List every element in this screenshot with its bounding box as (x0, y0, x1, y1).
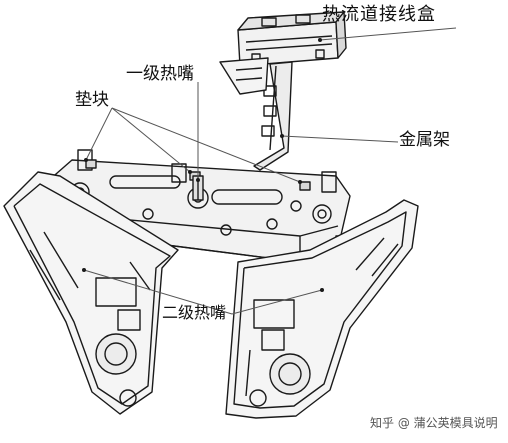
metal-frame (219, 57, 293, 171)
label-metal-frame: 金属架 (399, 130, 450, 150)
label-hot-runner-box: 热流道接线盒 (322, 4, 436, 25)
left-part (3, 171, 179, 415)
label-secondary-nozzle: 二级热嘴 (162, 303, 227, 322)
leader-nozzle2-a (83, 269, 233, 315)
label-spacer-pad: 垫块 (75, 90, 109, 110)
watermark-platform: 知乎 (370, 416, 395, 430)
leader-frame (281, 135, 399, 143)
leader-pad-b (111, 107, 191, 173)
right-part (225, 199, 419, 419)
watermark-author: @ 蒲公英模具说明 (397, 416, 498, 430)
leader-box (319, 27, 457, 41)
label-primary-nozzle: 一级热嘴 (126, 64, 194, 84)
leader-nozzle2-b (231, 289, 323, 315)
leader-pad-c (111, 107, 301, 183)
leader-pad-a (85, 107, 113, 161)
watermark: 知乎 @ 蒲公英模具说明 (370, 414, 498, 431)
